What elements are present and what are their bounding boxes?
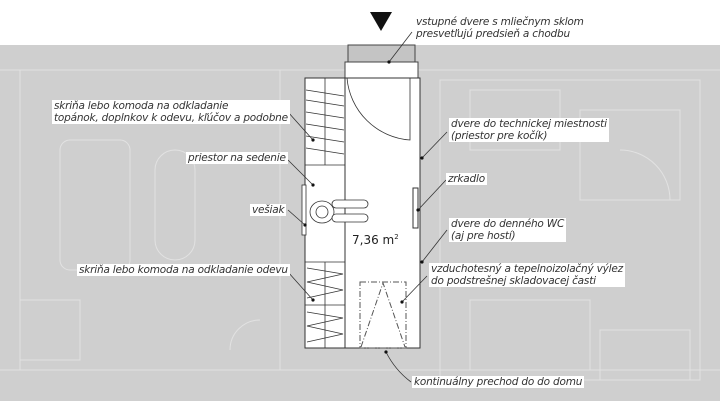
label-seating: priestor na sedenie	[186, 152, 288, 164]
entrance-door[interactable]	[344, 61, 419, 79]
seated-person-icon	[301, 184, 369, 236]
label-clothes-cabinet: skriňa lebo komoda na odkladanie odevu	[77, 264, 290, 276]
entrance-door-step	[347, 44, 416, 63]
leader-arrowheads	[303, 60, 424, 354]
room-area-label: 7,36 m2	[352, 233, 399, 247]
clothes-cabinet	[305, 261, 345, 348]
door-swing-arc	[346, 77, 411, 141]
mirror	[412, 187, 419, 229]
label-passage: kontinuálny prechod do do domu	[412, 376, 585, 388]
label-mirror: zrkadlo	[446, 173, 487, 185]
faded-background-plan	[0, 69, 720, 381]
attic-ladder	[360, 281, 406, 348]
label-technical-room-door: dvere do technickej miestnosti(priestor …	[449, 118, 609, 142]
leader-lines	[287, 31, 448, 383]
entrance-arrow-icon	[370, 12, 392, 31]
label-hanger: vešiak	[250, 204, 287, 216]
hall-room	[344, 77, 421, 349]
shoe-cabinet	[305, 78, 345, 166]
label-wc-door: dvere do denného WC(aj pre hostí)	[449, 218, 567, 242]
